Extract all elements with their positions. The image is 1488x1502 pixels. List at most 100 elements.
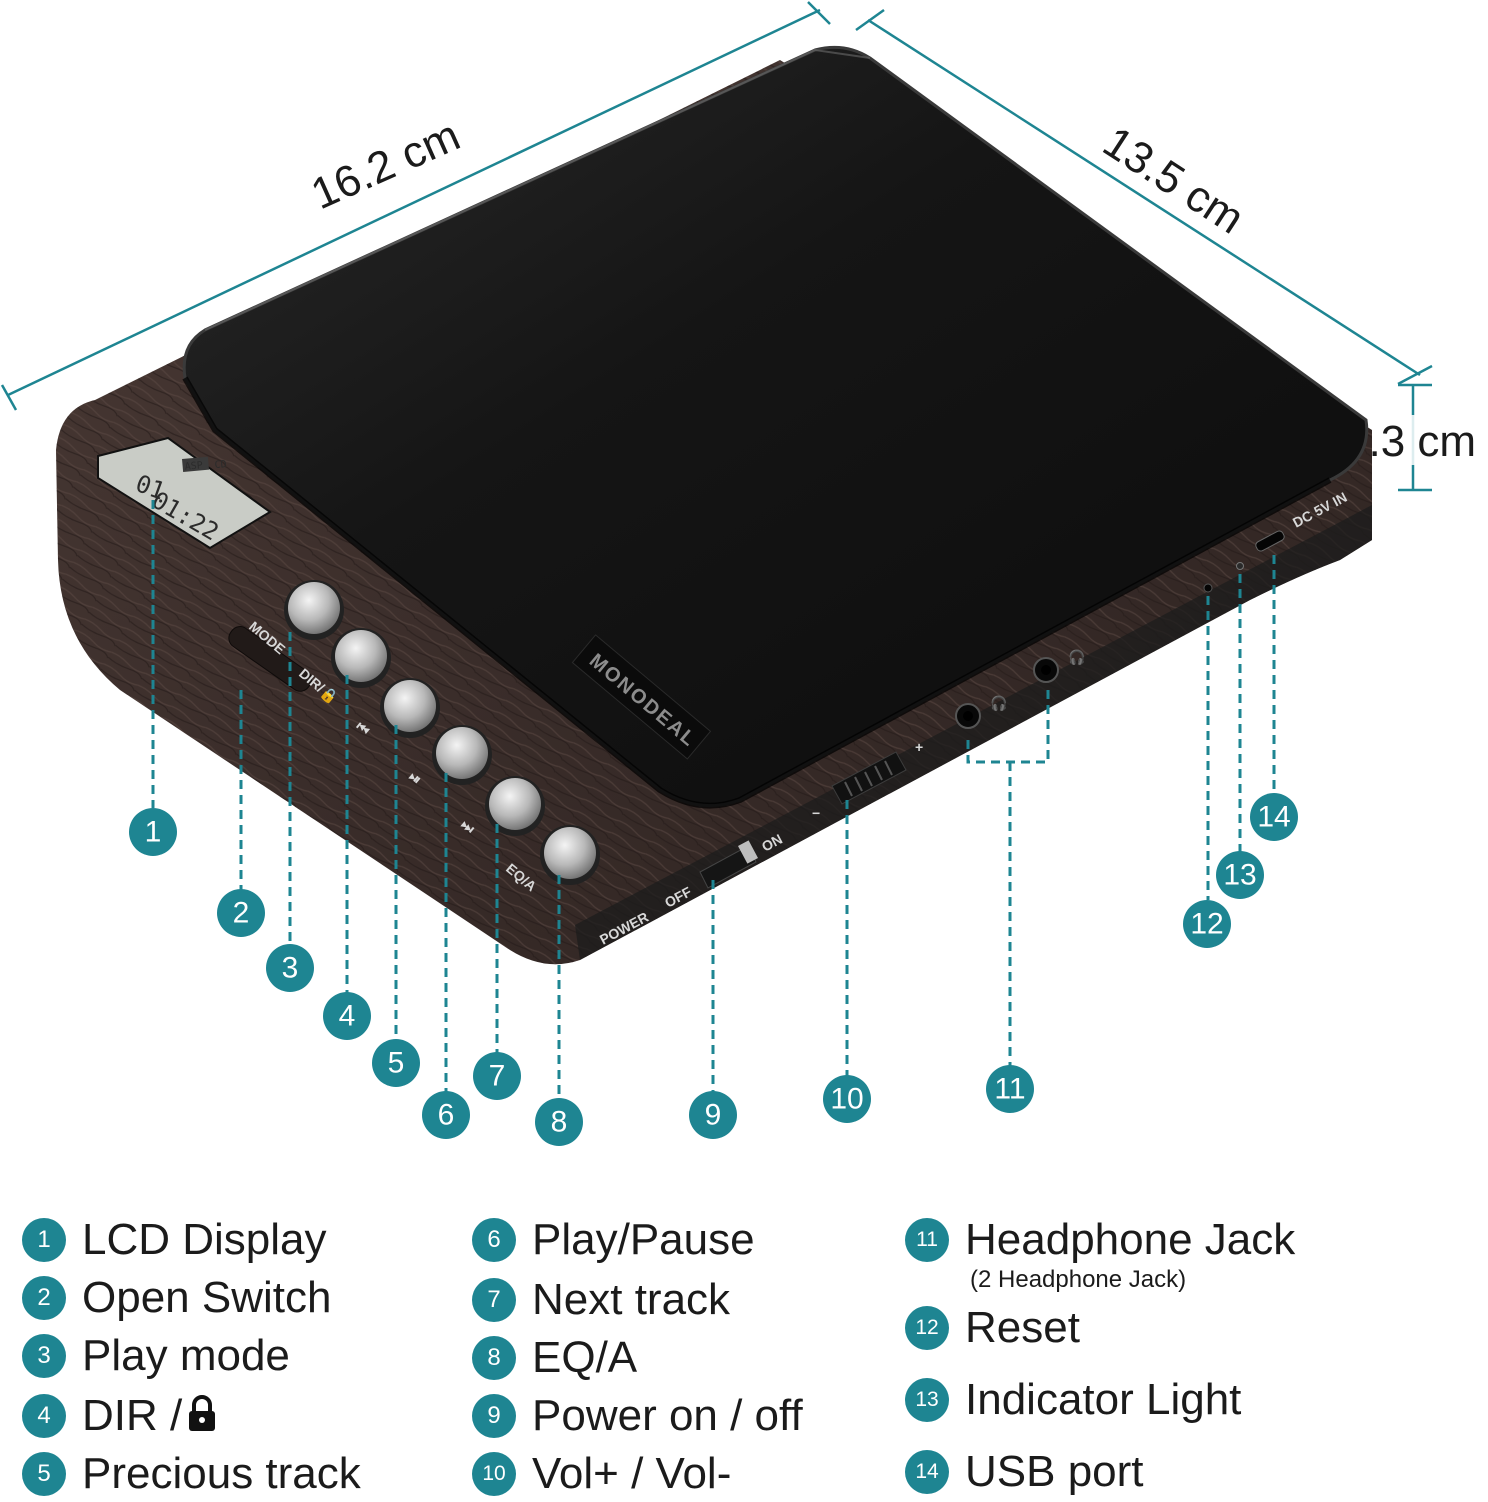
headphone-jack-2[interactable] — [1033, 657, 1059, 683]
legend-sub-headphone: (2 Headphone Jack) — [970, 1266, 1187, 1293]
legend-badge: 8 — [472, 1336, 516, 1380]
legend-item-volume: 10 Vol+ / Vol- — [472, 1446, 731, 1502]
legend-item-open-switch: 2 Open Switch — [22, 1270, 331, 1326]
svg-text:14: 14 — [1257, 801, 1290, 834]
legend-label: EQ/A — [532, 1333, 638, 1382]
lcd-indicator-asp: ASP — [184, 460, 203, 473]
callout-10: 10 — [823, 1075, 871, 1123]
legend-item-reset: 12 Reset — [905, 1300, 1080, 1356]
svg-text:5: 5 — [388, 1047, 405, 1080]
dir-lock-button[interactable] — [331, 628, 391, 688]
legend-item-indicator-light: 13 Indicator Light — [905, 1372, 1241, 1428]
callout-12: 12 — [1183, 900, 1231, 948]
callout-2: 2 — [217, 889, 265, 937]
svg-text:3: 3 — [282, 952, 299, 985]
callout-5: 5 — [372, 1039, 420, 1087]
legend-item-precious-track: 5 Precious track — [22, 1446, 361, 1502]
previous-button[interactable] — [380, 678, 440, 738]
svg-text:1: 1 — [145, 816, 162, 849]
headphone-icon-2: 🎧 — [1068, 649, 1085, 666]
legend-item-eq: 8 EQ/A — [472, 1330, 637, 1386]
callout-badges: 1 2 3 4 5 6 7 8 9 10 11 12 13 14 — [129, 793, 1298, 1146]
legend-label: DIR / — [82, 1391, 183, 1440]
svg-text:11: 11 — [994, 1073, 1025, 1106]
reset-hole[interactable] — [1203, 583, 1213, 593]
leader-lines — [151, 500, 1276, 1098]
svg-text:13: 13 — [1223, 859, 1256, 892]
callout-1: 1 — [129, 808, 177, 856]
volume-wheel[interactable] — [831, 751, 907, 805]
callout-9: 9 — [689, 1091, 737, 1139]
legend-item-usb-port: 14 USB port — [905, 1444, 1144, 1500]
label-vol-minus: − — [812, 805, 820, 821]
legend-label: Next track — [532, 1275, 731, 1324]
legend-label: Precious track — [82, 1449, 361, 1498]
legend-item-next-track: 7 Next track — [472, 1272, 730, 1328]
callout-13: 13 — [1216, 851, 1264, 899]
callout-11: 11 — [986, 1065, 1034, 1113]
callout-3: 3 — [266, 944, 314, 992]
legend-item-lcd-display: 1 LCD Display — [22, 1212, 327, 1268]
legend-label: Headphone Jack — [965, 1215, 1296, 1264]
eq-button[interactable] — [540, 825, 600, 885]
length-label: 16.2 cm — [304, 111, 467, 219]
label-vol-plus: + — [915, 739, 923, 755]
legend-badge: 7 — [472, 1278, 516, 1322]
legend-label: Power on / off — [532, 1391, 803, 1440]
legend-item-power: 9 Power on / off — [472, 1388, 803, 1444]
play-pause-button[interactable] — [432, 725, 492, 785]
lock-icon — [186, 1394, 218, 1438]
indicator-light — [1236, 562, 1244, 570]
legend-badge: 2 — [22, 1276, 66, 1320]
legend-label: LCD Display — [82, 1215, 327, 1264]
legend-badge: 3 — [22, 1334, 66, 1378]
cd-player: MONODEAL ASP CD 01 01:22 MODE — [56, 45, 1372, 965]
legend-item-play-pause: 6 Play/Pause — [472, 1212, 755, 1268]
legend-item-dir-lock: 4 DIR / — [22, 1388, 218, 1444]
mode-button[interactable] — [284, 580, 344, 640]
legend-label: Play/Pause — [532, 1215, 755, 1264]
legend-item-headphone-jack: 11 Headphone Jack — [905, 1212, 1295, 1268]
callout-8: 8 — [535, 1098, 583, 1146]
legend-badge: 1 — [22, 1218, 66, 1262]
legend-badge: 10 — [472, 1452, 516, 1496]
svg-text:9: 9 — [705, 1099, 722, 1132]
svg-text:7: 7 — [489, 1060, 506, 1093]
svg-text:2: 2 — [233, 897, 250, 930]
legend-badge: 12 — [905, 1306, 949, 1350]
legend-label: Open Switch — [82, 1273, 332, 1322]
power-switch[interactable] — [699, 840, 758, 889]
legend-item-play-mode: 3 Play mode — [22, 1328, 290, 1384]
callout-6: 6 — [422, 1091, 470, 1139]
legend-badge: 5 — [22, 1452, 66, 1496]
callout-7: 7 — [473, 1052, 521, 1100]
callout-14: 14 — [1250, 793, 1298, 841]
lcd-display: ASP CD 01 01:22 — [97, 436, 272, 550]
callout-4: 4 — [323, 992, 371, 1040]
svg-text:8: 8 — [551, 1106, 568, 1139]
svg-text:10: 10 — [830, 1083, 863, 1116]
legend-badge: 14 — [905, 1450, 949, 1494]
legend-label: Vol+ / Vol- — [532, 1449, 732, 1498]
legend-badge: 11 — [905, 1218, 949, 1262]
control-buttons — [284, 580, 600, 885]
usb-port[interactable] — [1254, 530, 1285, 553]
front-edge — [575, 505, 1372, 960]
legend-label: Reset — [965, 1303, 1080, 1352]
svg-text:6: 6 — [438, 1099, 455, 1132]
legend-badge: 13 — [905, 1378, 949, 1422]
legend-badge: 4 — [22, 1394, 66, 1438]
legend-label: Indicator Light — [965, 1375, 1242, 1424]
open-switch[interactable] — [225, 623, 315, 696]
headphone-icon-1: 🎧 — [990, 695, 1007, 712]
svg-text:12: 12 — [1190, 908, 1223, 941]
legend-badge: 9 — [472, 1394, 516, 1438]
lcd-indicator-cd: CD — [214, 459, 227, 471]
headphone-jack-1[interactable] — [955, 703, 981, 729]
legend-label: Play mode — [82, 1331, 290, 1380]
legend-label: USB port — [965, 1447, 1144, 1496]
legend-badge: 6 — [472, 1218, 516, 1262]
svg-text:4: 4 — [339, 1000, 356, 1033]
next-button[interactable] — [485, 776, 545, 836]
